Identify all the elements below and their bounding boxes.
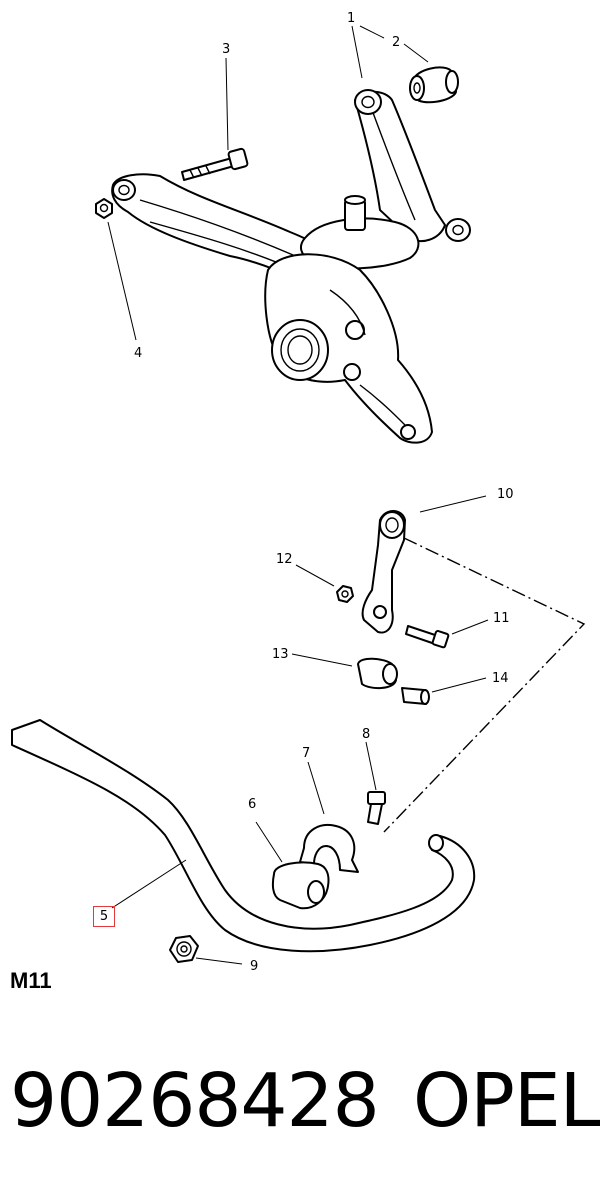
callout-14: 14: [492, 671, 509, 686]
control-arm-assembly: [111, 89, 471, 444]
bolt-8: [367, 791, 386, 825]
brand-name: OPEL: [413, 1058, 600, 1144]
callout-1: 1: [347, 11, 355, 26]
callout-13: 13: [272, 647, 289, 662]
assembly-line: [383, 537, 586, 833]
bolt-3: [181, 147, 249, 181]
callout-11: 11: [493, 611, 510, 626]
callout-6: 6: [248, 797, 256, 812]
bolt-11: [405, 625, 450, 649]
bushing-2: [409, 66, 459, 104]
stabilizer-bar-5: [11, 719, 476, 953]
callout-3: 3: [222, 42, 230, 57]
bushing-6: [271, 861, 330, 910]
figure-code: M11: [10, 968, 52, 993]
footer-caption: 90268428 OPEL: [10, 1058, 600, 1158]
nut-4: [95, 198, 113, 219]
nut-12: [336, 585, 354, 603]
callout-7: 7: [302, 746, 310, 761]
nut-9: [169, 935, 199, 963]
leader-lines: [107, 25, 489, 965]
stabilizer-link-10: [361, 510, 406, 634]
callout-12: 12: [276, 552, 293, 567]
callout-5[interactable]: 5: [99, 909, 109, 924]
callout-2: 2: [392, 35, 400, 50]
callout-8: 8: [362, 727, 370, 742]
bushing-13: [357, 657, 398, 690]
bracket-7: [299, 824, 359, 873]
spacer-14: [401, 687, 430, 705]
exploded-parts-diagram: 1 2 3 4 6 7 8 9 10 11 12 13 14: [11, 11, 586, 974]
part-number: 90268428: [10, 1058, 380, 1144]
highlight-box: [93, 906, 115, 927]
callout-10: 10: [497, 487, 514, 502]
callout-4: 4: [134, 346, 142, 361]
callout-9: 9: [250, 959, 258, 974]
